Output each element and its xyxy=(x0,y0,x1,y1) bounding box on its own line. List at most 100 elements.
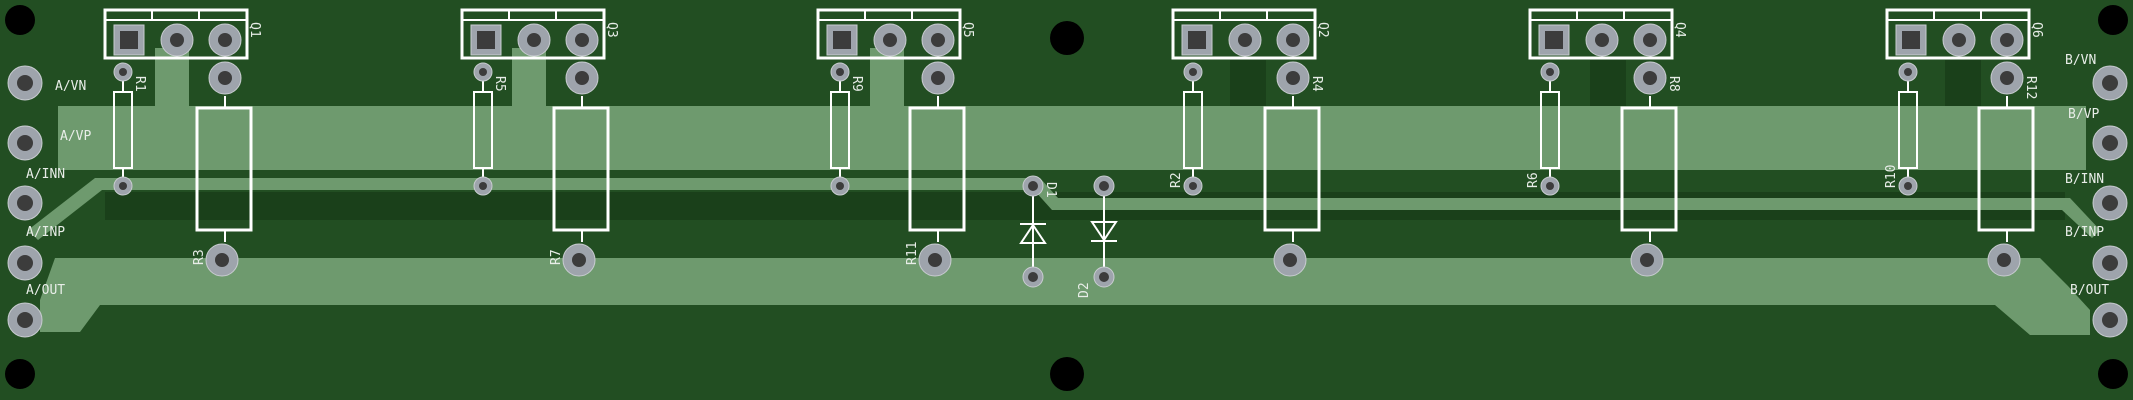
connector-pin3-3-drill xyxy=(1286,33,1300,47)
small-res-ref-1: R5 xyxy=(492,76,507,92)
connector-pin3-2-drill xyxy=(931,33,945,47)
power-res-pad-bottom-0 xyxy=(205,243,239,277)
power-res-ref-4: R8 xyxy=(1666,76,1681,92)
connector-pin2-1 xyxy=(517,23,551,57)
edge-label-left-1: A/VP xyxy=(60,129,91,144)
small-res-pad-bottom-5 xyxy=(1898,176,1918,196)
edge-label-right-1: B/VP xyxy=(2068,107,2099,122)
edge-pad-left-1-drill xyxy=(17,135,33,151)
power-res-pad-top-0-drill xyxy=(218,71,232,85)
connector-pin1-2-drill xyxy=(833,31,851,49)
edge-pad-left-0 xyxy=(7,65,43,101)
power-res-pad-bottom-1-drill xyxy=(572,253,586,267)
connector-pin1-4-drill xyxy=(1545,31,1563,49)
connector-pin2-0-drill xyxy=(170,33,184,47)
mounting-hole-bottom-left xyxy=(5,359,35,389)
connector-ref-2: Q5 xyxy=(960,22,975,38)
diode-pad-top-1-drill xyxy=(1099,181,1109,191)
power-res-pad-top-3 xyxy=(1276,61,1310,95)
small-res-pad-top-4-drill xyxy=(1546,68,1554,76)
silkscreen-layer xyxy=(103,8,2035,267)
power-res-pad-top-1 xyxy=(565,61,599,95)
edge-pad-left-3-drill xyxy=(17,255,33,271)
connector-pin1-0-square xyxy=(113,24,145,56)
edge-pad-left-3 xyxy=(7,245,43,281)
power-res-pad-bottom-3-drill xyxy=(1283,253,1297,267)
edge-pad-right-3 xyxy=(2092,245,2128,281)
edge-label-left-2: A/INN xyxy=(26,167,65,182)
diode-pad-top-0-drill xyxy=(1028,181,1038,191)
small-res-pad-top-5-drill xyxy=(1904,68,1912,76)
power-res-pad-bottom-2 xyxy=(918,243,952,277)
edge-pad-right-0 xyxy=(2092,65,2128,101)
connector-pin2-2-drill xyxy=(883,33,897,47)
connector-pin1-0-drill xyxy=(120,31,138,49)
power-res-pad-bottom-5 xyxy=(1987,243,2021,277)
edge-pad-left-4 xyxy=(7,302,43,338)
small-res-pad-bottom-1 xyxy=(473,176,493,196)
edge-label-right-3: B/INP xyxy=(2065,225,2104,240)
diode-body-0 xyxy=(1019,223,1047,244)
power-res-ref-1: R7 xyxy=(549,249,564,265)
power-res-ref-2: R11 xyxy=(905,242,920,265)
power-res-pad-bottom-4-drill xyxy=(1640,253,1654,267)
small-res-pad-bottom-1-drill xyxy=(479,182,487,190)
power-res-ref-0: R3 xyxy=(192,249,207,265)
connector-pin2-0 xyxy=(160,23,194,57)
edge-label-left-4: A/OUT xyxy=(26,283,65,298)
power-res-pad-top-1-drill xyxy=(575,71,589,85)
connector-ref-3: Q2 xyxy=(1315,22,1330,38)
mounting-hole-bottom-right xyxy=(2098,359,2128,389)
power-res-pad-bottom-3 xyxy=(1273,243,1307,277)
connector-pin2-3 xyxy=(1228,23,1262,57)
small-res-pad-top-2-drill xyxy=(836,68,844,76)
connector-ref-5: Q6 xyxy=(2029,22,2044,38)
edge-label-left-3: A/INP xyxy=(26,225,65,240)
edge-pad-left-2-drill xyxy=(17,195,33,211)
small-res-pad-top-1 xyxy=(473,62,493,82)
small-res-pad-top-0-drill xyxy=(119,68,127,76)
edge-label-left-0: A/VN xyxy=(55,79,86,94)
edge-pad-right-4-drill xyxy=(2102,312,2118,328)
connector-pin1-2 xyxy=(826,24,858,56)
diode-pad-top-0 xyxy=(1022,175,1044,197)
edge-pad-left-4-drill xyxy=(17,312,33,328)
connector-pin1-5-drill xyxy=(1902,31,1920,49)
mounting-hole-top-center xyxy=(1050,21,1084,55)
connector-pin3-1-drill xyxy=(575,33,589,47)
power-res-pad-top-4-drill xyxy=(1643,71,1657,85)
edge-pad-right-4 xyxy=(2092,302,2128,338)
small-res-pad-top-5 xyxy=(1898,62,1918,82)
copper-traces xyxy=(28,48,2100,335)
edge-pad-right-1 xyxy=(2092,125,2128,161)
edge-pad-right-1-drill xyxy=(2102,135,2118,151)
small-res-pad-bottom-3 xyxy=(1183,176,1203,196)
small-res-pad-bottom-2-drill xyxy=(836,182,844,190)
edge-pad-right-3-drill xyxy=(2102,255,2118,271)
edge-pad-left-2 xyxy=(7,185,43,221)
edge-pad-right-0-drill xyxy=(2102,75,2118,91)
connector-pin1-3 xyxy=(1181,24,1213,56)
power-res-pad-top-2-drill xyxy=(931,71,945,85)
connector-pin2-4-drill xyxy=(1595,33,1609,47)
connector-pin1-1-drill xyxy=(477,31,495,49)
connector-pin3-5-drill xyxy=(2000,33,2014,47)
diode-body-1 xyxy=(1090,221,1118,242)
connector-ref-1: Q3 xyxy=(604,22,619,38)
small-res-pad-bottom-0 xyxy=(113,176,133,196)
labels-layer: A/VNA/VPA/INNA/INPA/OUTB/VNB/VPB/INNB/IN… xyxy=(26,22,2109,298)
connector-outline-2 xyxy=(816,8,962,60)
small-res-pad-top-4 xyxy=(1540,62,1560,82)
connector-pin2-4 xyxy=(1585,23,1619,57)
small-res-ref-3: R2 xyxy=(1169,172,1184,188)
connector-pin1-0 xyxy=(113,24,145,56)
small-res-pad-top-3-drill xyxy=(1189,68,1197,76)
connector-pin3-2 xyxy=(921,23,955,57)
pads-layer xyxy=(5,5,2128,391)
power-res-pad-bottom-2-drill xyxy=(928,253,942,267)
power-res-pad-top-5 xyxy=(1990,61,2024,95)
connector-outline-1 xyxy=(460,8,606,60)
connector-pin3-4-drill xyxy=(1643,33,1657,47)
small-res-pad-top-2 xyxy=(830,62,850,82)
